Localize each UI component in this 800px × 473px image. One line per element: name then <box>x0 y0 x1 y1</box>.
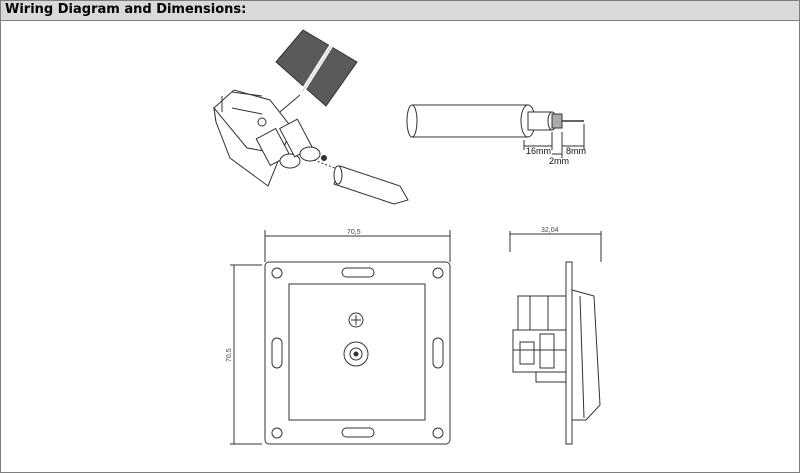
section-title: Wiring Diagram and Dimensions: <box>5 2 247 17</box>
terminal-screw <box>257 117 267 127</box>
front-height-label: 70,5 <box>226 348 233 362</box>
side-cover <box>571 289 601 421</box>
side-mechanism <box>517 295 567 331</box>
front-width-label: 70,5 <box>347 229 361 236</box>
coax-socket <box>343 341 369 367</box>
right-slot <box>432 337 444 369</box>
cable-jacket <box>411 104 529 138</box>
center-screw <box>348 312 364 328</box>
strip-length-16mm: 16mm <box>526 146 551 156</box>
side-plate <box>565 261 573 445</box>
cable-dielectric <box>551 113 563 129</box>
top-slot <box>341 267 375 278</box>
bottom-slot <box>341 427 375 438</box>
strip-length-8mm: 8mm <box>566 146 586 156</box>
left-slot <box>271 337 283 369</box>
coax-cable <box>333 165 409 205</box>
side-depth-label: 32,04 <box>541 227 559 234</box>
side-view-drawing <box>509 231 602 445</box>
cable-core <box>313 159 341 171</box>
cable-strip-diagram <box>406 104 585 158</box>
strip-length-2mm: 2mm <box>549 156 569 166</box>
installation-illustration <box>213 29 409 205</box>
section-header: Wiring Diagram and Dimensions: <box>1 1 799 21</box>
front-view-drawing <box>230 230 451 445</box>
